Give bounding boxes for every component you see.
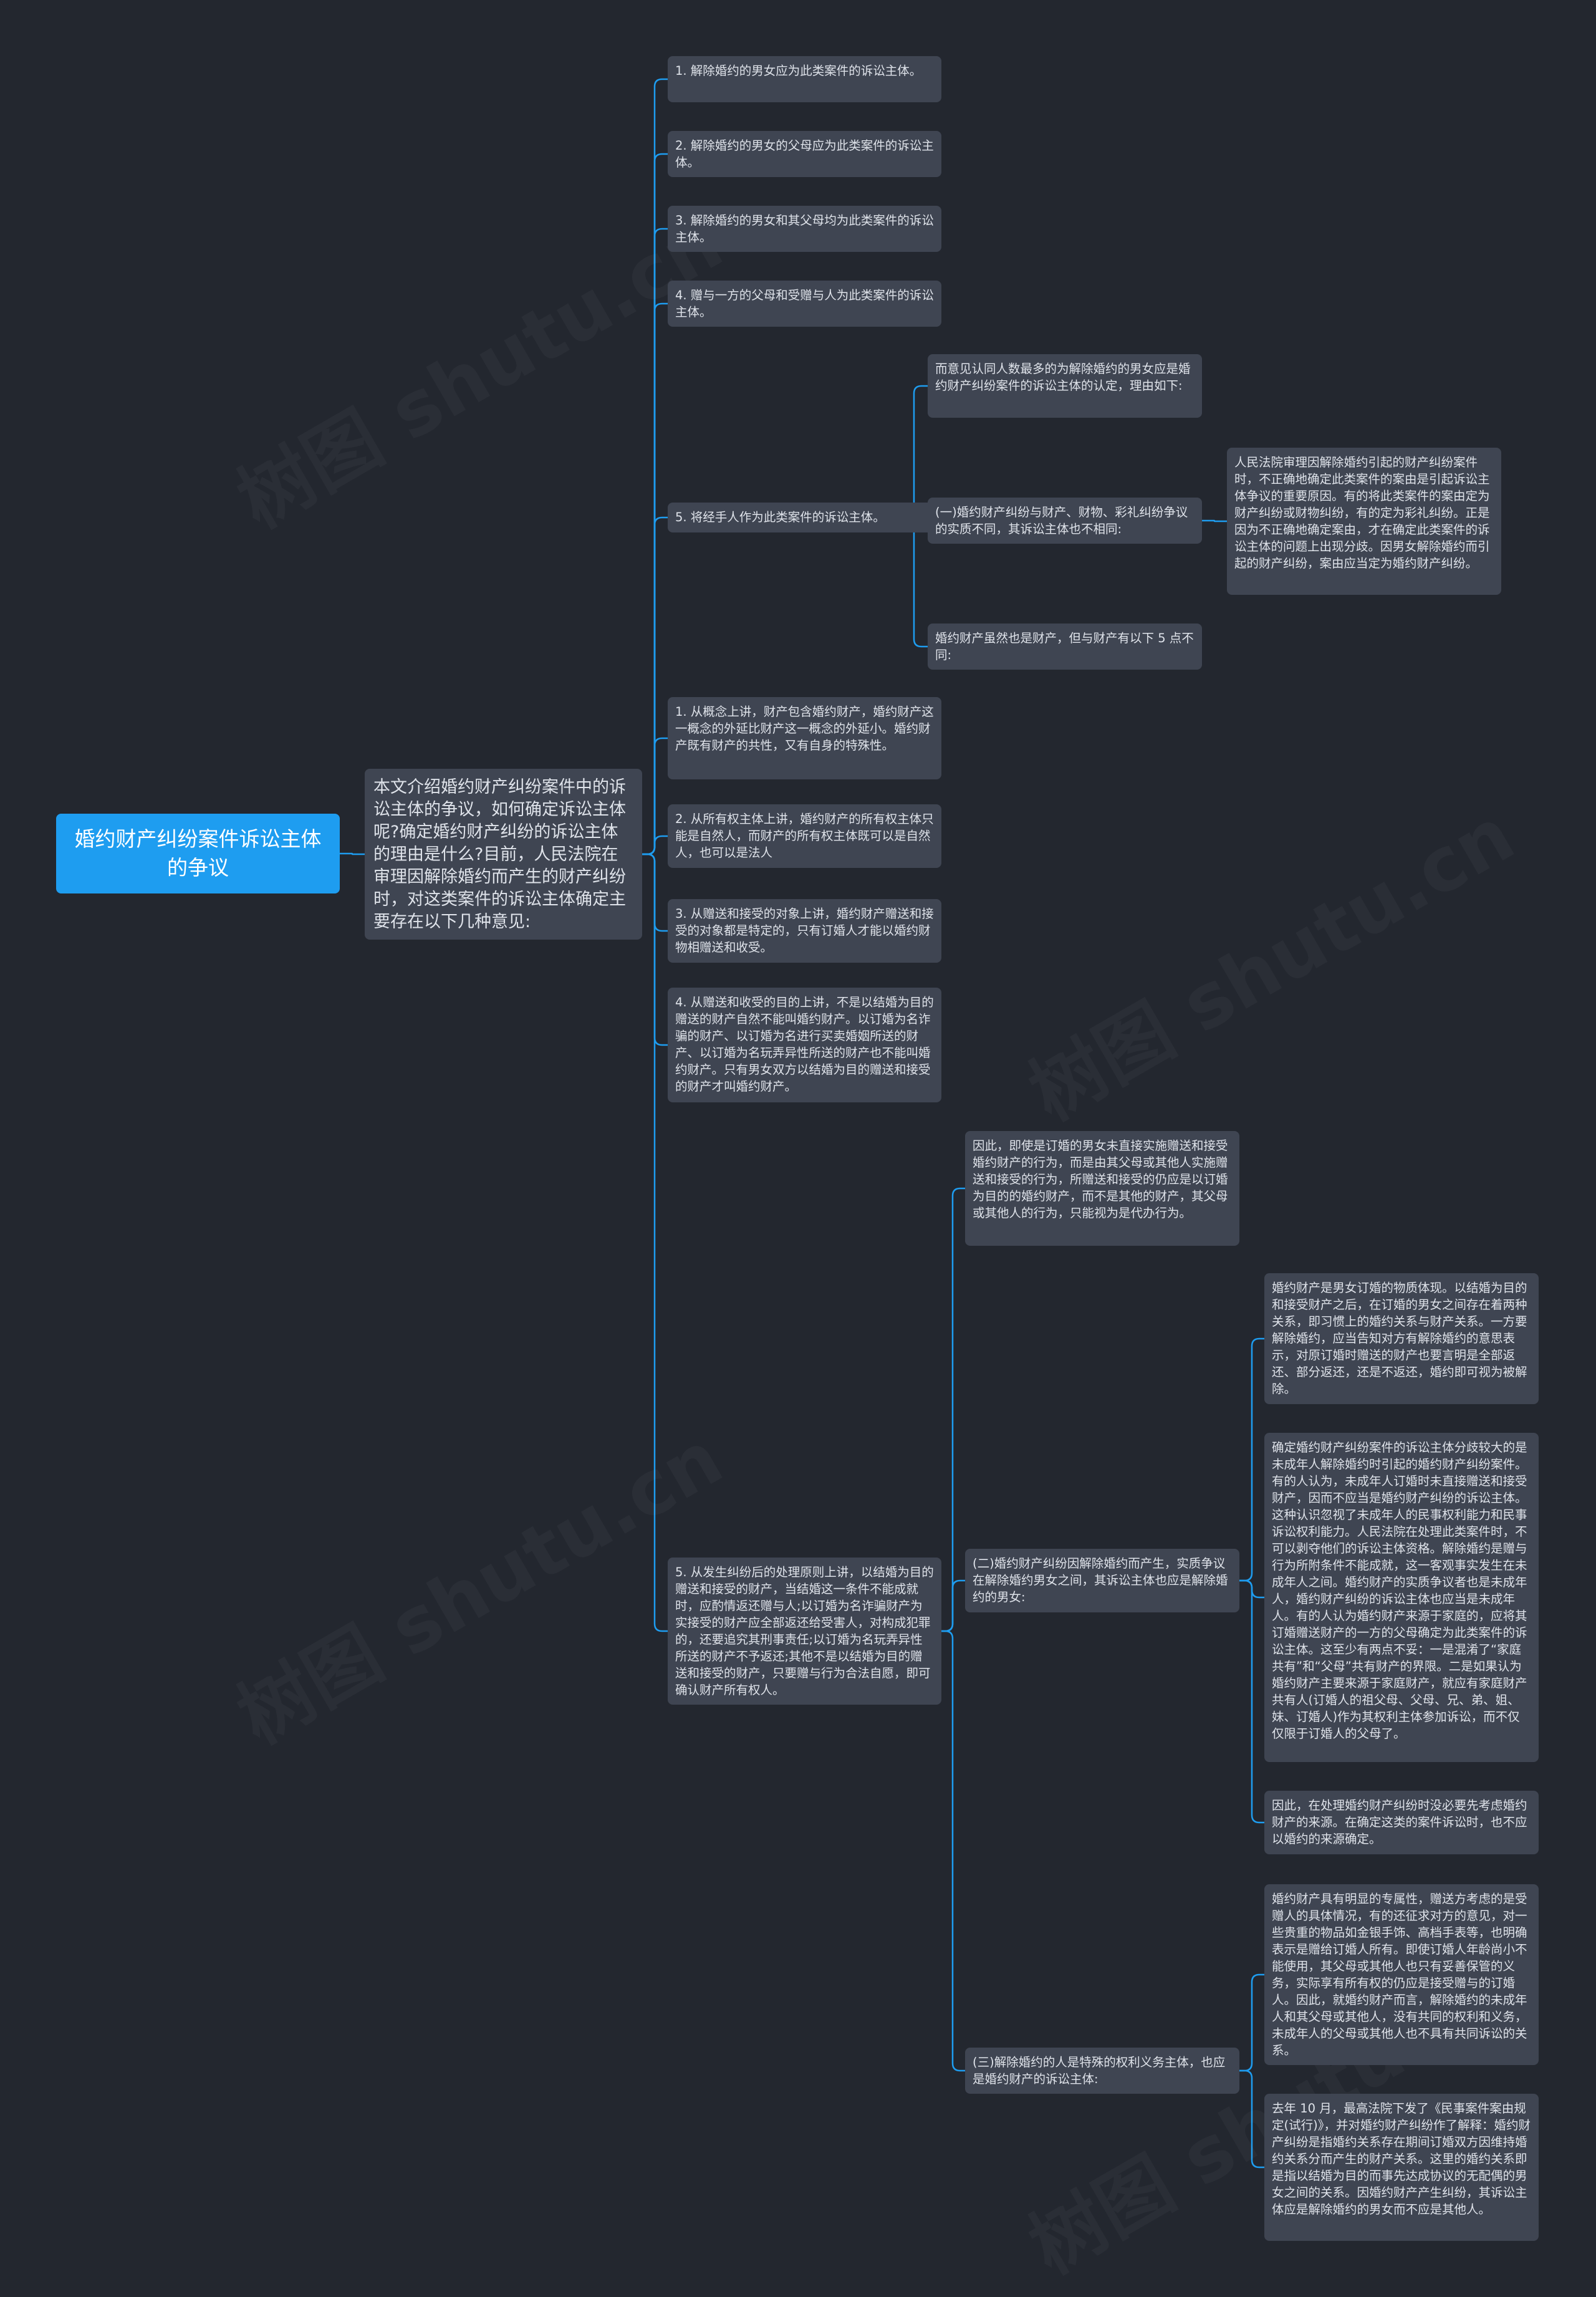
connector-line	[1239, 2069, 1264, 2169]
point-two-detail[interactable]: 婚约财产是男女订婚的物质体现。以结婚为目的和接受财产之后，在订婚的男女之间存在着…	[1264, 1273, 1539, 1404]
connector-line	[642, 228, 668, 855]
author-view-intro[interactable]: 而意见认同人数最多的为解除婚约的男女应是婚约财产纠纷案件的诉讼主体的认定，理由如…	[928, 354, 1202, 418]
connector-line	[642, 737, 668, 855]
difference-node[interactable]: 1. 从概念上讲，财产包含婚约财产，婚约财产这一概念的外延比财产这一概念的外延小…	[668, 697, 941, 779]
opinion-node[interactable]: 2. 解除婚约的男女的父母应为此类案件的诉讼主体。	[668, 131, 941, 177]
connector-line	[642, 302, 668, 855]
opinion-node[interactable]: 4. 赠与一方的父母和受赠与人为此类案件的诉讼主体。	[668, 281, 941, 327]
connector-line	[642, 153, 668, 855]
difference-node[interactable]: 5. 从发生纠纷后的处理原则上讲，以结婚为目的赠送和接受的财产，当结婚这一条件不…	[668, 1558, 941, 1705]
connector-line	[1239, 1973, 1264, 2072]
point-two-detail[interactable]: 因此，在处理婚约财产纠纷时没必要先考虑婚约财产的来源。在确定这类的案件诉讼时，也…	[1264, 1791, 1539, 1854]
opinion-node[interactable]: 5. 将经手人作为此类案件的诉讼主体。	[668, 503, 941, 532]
connector-line	[642, 78, 668, 855]
point-two-detail[interactable]: 确定婚约财产纠纷案件的诉讼主体分歧较大的是未成年人解除婚约时引起的婚约财产纠纷案…	[1264, 1433, 1539, 1762]
point-three-node[interactable]: (三)解除婚约的人是特殊的权利义务主体，也应是婚约财产的诉讼主体:	[965, 2048, 1239, 2094]
connector-line	[1239, 1337, 1264, 1582]
connector-line	[642, 853, 668, 932]
connector-line	[1239, 1579, 1264, 1599]
difference-node[interactable]: 4. 从赠送和收受的目的上讲，不是以结婚为目的赠送的财产自然不能叫婚约财产。以订…	[668, 988, 941, 1102]
point-three-detail[interactable]: 去年 10 月，最高法院下发了《民事案件案由规定(试行)》，并对婚约财产纠纷作了…	[1264, 2094, 1539, 2241]
watermark: 树图 shutu.cn	[1007, 776, 1531, 1140]
connector-line	[642, 853, 668, 1632]
difference-node[interactable]: 3. 从赠送和接受的对象上讲，婚约财产赠送和接受的对象都是特定的，只有订婚人才能…	[668, 899, 941, 963]
conclusion-summary[interactable]: 因此，即使是订婚的男女未直接实施赠送和接受婚约财产的行为，而是由其父母或其他人实…	[965, 1131, 1239, 1246]
point-two-node[interactable]: (二)婚约财产纠纷因解除婚约而产生，实质争议在解除婚约男女之间，其诉讼主体也应是…	[965, 1549, 1239, 1612]
connector-line	[642, 853, 668, 1046]
intro-topic[interactable]: 本文介绍婚约财产纠纷案件中的诉讼主体的争议，如何确定诉讼主体呢?确定婚约财产纠纷…	[365, 769, 642, 940]
point-three-detail[interactable]: 婚约财产具有明显的专属性，赠送方考虑的是受赠人的具体情况，有的还征求对方的意见，…	[1264, 1884, 1539, 2065]
point-one-detail[interactable]: 人民法院审理因解除婚约引起的财产纠纷案件时，不正确地确定此类案件的案由是引起诉讼…	[1227, 448, 1501, 595]
difference-node[interactable]: 2. 从所有权主体上讲，婚约财产的所有权主体只能是自然人，而财产的所有权主体既可…	[668, 804, 941, 868]
point-one-node[interactable]: (一)婚约财产纠纷与财产、财物、彩礼纠纷争议的实质不同，其诉讼主体也不相同:	[928, 498, 1202, 544]
connector-line	[642, 516, 668, 855]
connector-line	[642, 835, 668, 855]
connector-line	[941, 1579, 965, 1632]
watermark: 树图 shutu.cn	[215, 183, 739, 548]
connector-line	[941, 1187, 965, 1632]
opinion-node[interactable]: 1. 解除婚约的男女应为此类案件的诉讼主体。	[668, 56, 941, 102]
watermark: 树图 shutu.cn	[215, 1399, 739, 1764]
connector-line	[941, 1630, 965, 2072]
opinion-node[interactable]: 3. 解除婚约的男女和其父母均为此类案件的诉讼主体。	[668, 206, 941, 252]
connector-line	[1239, 1579, 1264, 1824]
point-two-intro[interactable]: 婚约财产虽然也是财产，但与财产有以下 5 点不同:	[928, 624, 1202, 670]
root-topic[interactable]: 婚约财产纠纷案件诉讼主体的争议	[56, 814, 340, 893]
